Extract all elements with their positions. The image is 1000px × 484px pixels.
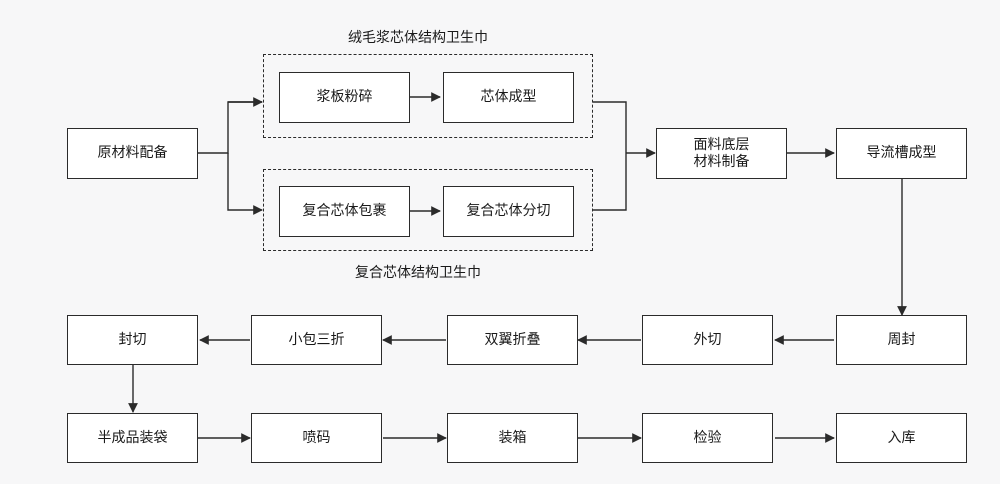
node-perimeter-seal: 周封: [836, 315, 967, 365]
node-raw-material: 原材料配备: [67, 128, 198, 179]
connector-raw-split: [198, 101, 262, 154]
node-semi-bagging: 半成品装袋: [67, 413, 198, 463]
node-pulp-crush: 浆板粉碎: [279, 72, 410, 123]
node-composite-cut: 复合芯体分切: [443, 186, 574, 237]
node-small-pack-fold: 小包三折: [251, 315, 382, 365]
fluff-pulp-group-label: 绒毛浆芯体结构卫生巾: [348, 30, 488, 46]
node-composite-wrap: 复合芯体包裹: [279, 186, 410, 237]
node-groove-forming: 导流槽成型: [836, 128, 967, 179]
node-wing-fold: 双翼折叠: [447, 315, 578, 365]
composite-core-group-label: 复合芯体结构卫生巾: [355, 265, 481, 281]
composite-core-group: [263, 169, 593, 251]
node-core-forming: 芯体成型: [443, 72, 574, 123]
node-surface-bottom-layer: 面料底层 材料制备: [656, 128, 787, 179]
node-inspection: 检验: [642, 413, 773, 463]
connector-merge: [593, 101, 627, 211]
fluff-pulp-group: [263, 54, 593, 138]
node-boxing: 装箱: [447, 413, 578, 463]
node-inkjet-code: 喷码: [251, 413, 382, 463]
node-outer-cut: 外切: [642, 315, 773, 365]
node-warehousing: 入库: [836, 413, 967, 463]
node-seal-cut: 封切: [67, 315, 198, 365]
arrow-to-bottom-group: [227, 153, 263, 215]
